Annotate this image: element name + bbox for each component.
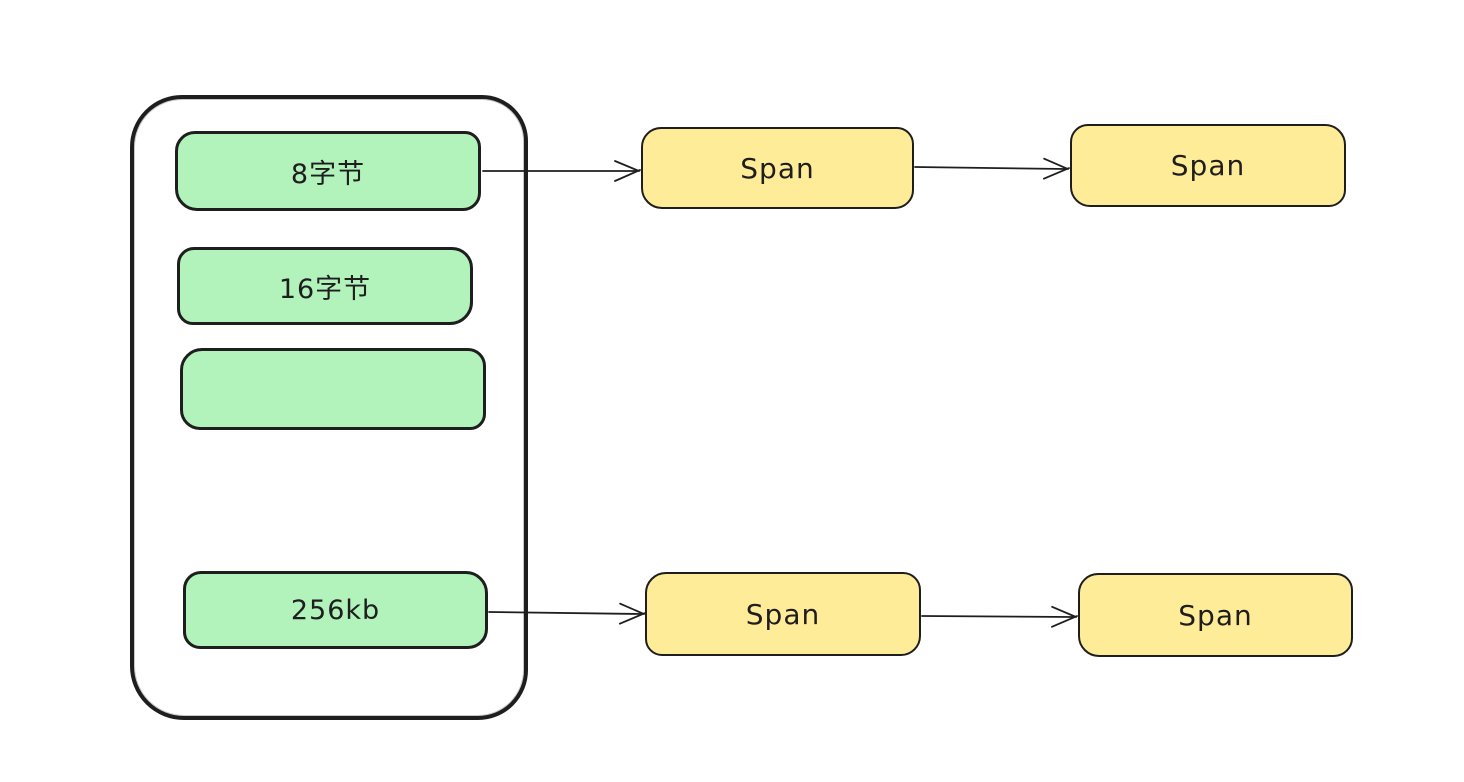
size-class-box-empty [180,348,486,430]
span-label: Span [740,151,815,185]
arrow-span1-to-span2-row2 [921,605,1078,628]
size-class-box-8bytes: 8字节 [175,131,481,211]
arrow-span1-to-span2-row1 [914,157,1070,180]
size-class-box-256kb: 256kb [183,571,488,649]
size-class-label: 16字节 [278,273,372,305]
span-label: Span [745,597,821,631]
span-box-row2-1: Span [645,572,921,656]
span-label: Span [1178,598,1253,632]
span-label: Span [1170,149,1246,182]
span-box-row2-2: Span [1078,573,1353,657]
size-class-box-16bytes: 16字节 [177,247,473,325]
size-class-label: 8字节 [290,158,366,190]
span-box-row1-2: Span [1070,124,1346,207]
span-box-row1-1: Span [641,127,914,209]
size-class-label: 256kb [290,594,381,626]
